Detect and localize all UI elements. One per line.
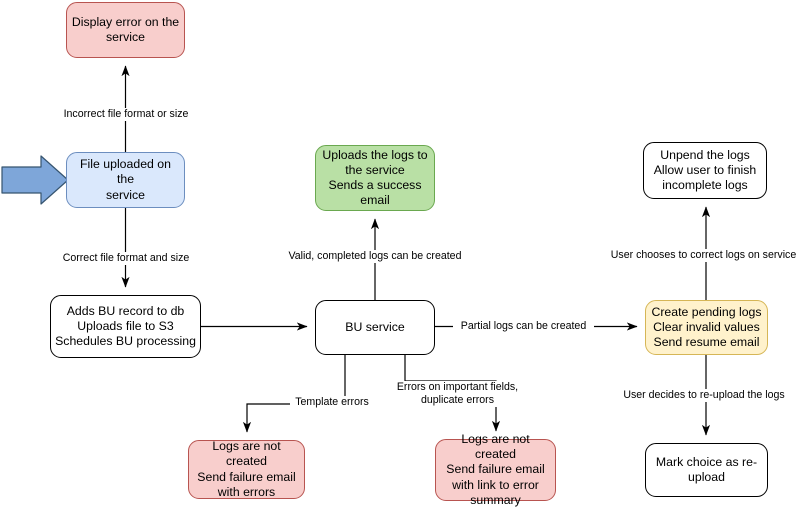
node-unpend-logs[interactable]: Unpend the logs Allow user to finish inc… bbox=[643, 142, 767, 199]
node-file-uploaded-on-service[interactable]: File uploaded on the service bbox=[66, 152, 185, 208]
edge-template-errors bbox=[242, 355, 346, 433]
edge-label-user-corrects-on-service: User chooses to correct logs on service bbox=[606, 249, 801, 262]
edge-label-correct-file-format: Correct file format and size bbox=[56, 252, 196, 265]
node-uploads-logs-success[interactable]: Uploads the logs to the service Sends a … bbox=[315, 145, 435, 211]
edge-label-incorrect-file-format: Incorrect file format or size bbox=[56, 108, 196, 121]
edge-label-partial-logs: Partial logs can be created bbox=[453, 320, 594, 333]
node-bu-service[interactable]: BU service bbox=[315, 300, 435, 355]
node-logs-not-created-template[interactable]: Logs are not created Send failure email … bbox=[188, 439, 305, 499]
edge-label-user-reuploads: User decides to re-upload the logs bbox=[614, 389, 794, 402]
node-create-pending-logs[interactable]: Create pending logs Clear invalid values… bbox=[645, 300, 768, 355]
edge-label-important-field-errors: Errors on important fields, duplicate er… bbox=[392, 381, 523, 407]
entry-arrow-icon bbox=[1, 155, 69, 205]
node-mark-choice-reupload[interactable]: Mark choice as re- upload bbox=[645, 443, 768, 497]
node-adds-bu-record[interactable]: Adds BU record to db Uploads file to S3 … bbox=[50, 295, 201, 358]
edge-label-valid-completed-logs: Valid, completed logs can be created bbox=[281, 250, 469, 263]
node-display-error[interactable]: Display error on the service bbox=[66, 2, 185, 58]
node-logs-not-created-fields[interactable]: Logs are not created Send failure email … bbox=[435, 432, 556, 507]
edge-label-template-errors: Template errors bbox=[290, 396, 374, 409]
